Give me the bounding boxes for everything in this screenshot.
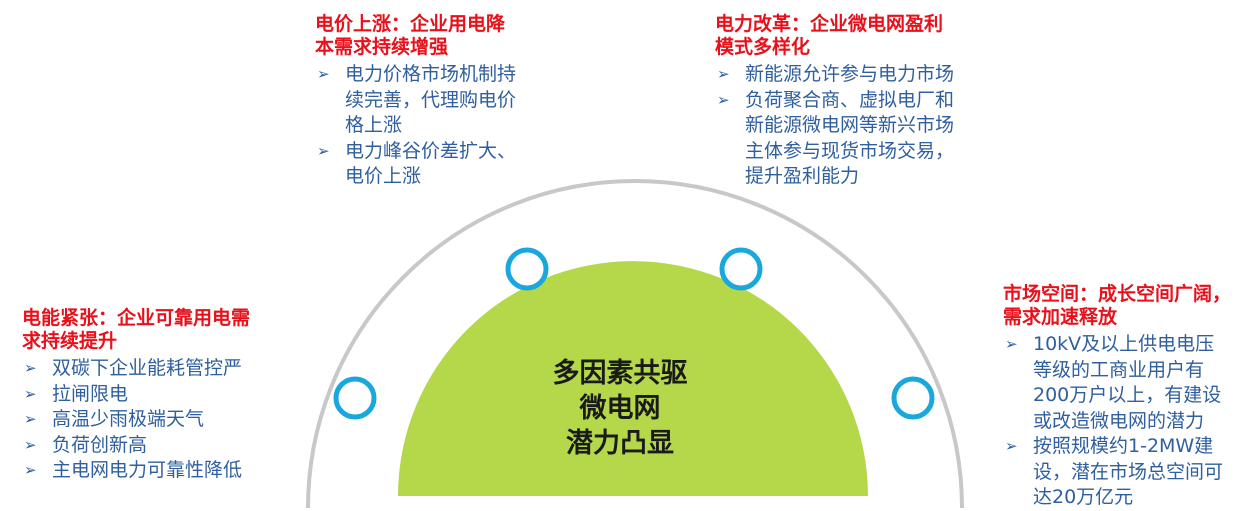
title-line: 本需求持续增强 (315, 36, 449, 58)
item-line: 提升盈利能力 (745, 165, 860, 187)
block-market-space: 市场空间：成长空间广阔， 需求加速释放 ➢ 10kV及以上供电电压 等级的工商业… (1003, 283, 1243, 511)
title-line: 市场空间：成长空间广阔， (1003, 283, 1232, 305)
item-line: 200万户以上，有建设 (1033, 384, 1222, 406)
title-line: 电价上涨：企业用电降 (315, 13, 506, 35)
item-text: 拉闸限电 (52, 382, 129, 405)
title-line: 模式多样化 (715, 36, 811, 58)
item-line: 电力峰谷价差扩大、 (345, 139, 517, 162)
item-line: 负荷聚合商、虚拟电厂和 (745, 88, 955, 111)
center-line: 微电网 (579, 393, 661, 424)
block-electricity-price: 电价上涨：企业用电降 本需求持续增强 ➢ 电力价格市场机制持 续完善，代理购电价… (315, 13, 565, 190)
item-text: 双碳下企业能耗管控严 (52, 357, 243, 379)
title-line: 需求加速释放 (1003, 306, 1118, 328)
list-item: ➢ 高温少雨极端天气 (22, 407, 312, 433)
arrow-right-outline-icon: ➢ (24, 359, 37, 377)
title-line: 电能紧张：企业可靠用电需 (22, 307, 251, 329)
item-line: 电价上涨 (345, 165, 422, 187)
node-right (891, 376, 935, 420)
list-item: ➢ 双碳下企业能耗管控严 (22, 356, 312, 382)
item-text: 负荷创新高 (52, 433, 148, 456)
arrow-right-outline-icon: ➢ (24, 435, 37, 454)
center-line: 潜力凸显 (566, 428, 674, 459)
block-title: 电能紧张：企业可靠用电需 求持续提升 (22, 307, 312, 353)
arrow-right-outline-icon: ➢ (24, 461, 37, 479)
list-item: ➢ 负荷聚合商、虚拟电厂和 新能源微电网等新兴市场 主体参与现货市场交易， 提升… (715, 88, 1015, 190)
item-text: 主电网电力可靠性降低 (52, 459, 243, 481)
item-line: 或改造微电网的潜力 (1033, 409, 1205, 432)
title-line: 求持续提升 (22, 330, 118, 352)
node-top-left (505, 247, 549, 291)
arrow-right-outline-icon: ➢ (24, 384, 37, 403)
item-line: 10kV及以上供电电压 (1033, 333, 1215, 355)
list-item: ➢ 拉闸限电 (22, 382, 312, 408)
list-item: ➢ 电力峰谷价差扩大、 电价上涨 (315, 139, 565, 190)
list-item: ➢ 负荷创新高 (22, 433, 312, 459)
list-item: ➢ 按照规模约1-2MW建 设，潜在市场总空间可 达20万亿元 (1003, 434, 1243, 511)
block-power-shortage: 电能紧张：企业可靠用电需 求持续提升 ➢ 双碳下企业能耗管控严 ➢ 拉闸限电 ➢… (22, 307, 312, 484)
block-title: 市场空间：成长空间广阔， 需求加速释放 (1003, 283, 1243, 329)
arrow-right-outline-icon: ➢ (24, 410, 37, 428)
title-line: 电力改革：企业微电网盈利 (715, 13, 944, 35)
item-text: 高温少雨极端天气 (52, 408, 205, 430)
arrow-right-outline-icon: ➢ (717, 90, 730, 109)
list-item: ➢ 电力价格市场机制持 续完善，代理购电价 格上涨 (315, 62, 565, 139)
list-item: ➢ 10kV及以上供电电压 等级的工商业用户有 200万户以上，有建设 或改造微… (1003, 332, 1243, 434)
arrow-right-outline-icon: ➢ (317, 65, 330, 83)
list-item: ➢ 主电网电力可靠性降低 (22, 458, 312, 484)
center-label: 多因素共驱 微电网 潜力凸显 (520, 356, 720, 461)
arrow-right-outline-icon: ➢ (717, 65, 730, 83)
node-left (333, 376, 377, 420)
block-power-reform: 电力改革：企业微电网盈利 模式多样化 ➢ 新能源允许参与电力市场 ➢ 负荷聚合商… (715, 13, 1015, 190)
item-line: 达20万亿元 (1033, 486, 1134, 508)
item-line: 设，潜在市场总空间可 (1033, 460, 1224, 483)
item-line: 新能源微电网等新兴市场 (745, 114, 955, 136)
item-line: 电力价格市场机制持 (345, 63, 517, 85)
item-line: 等级的工商业用户有 (1033, 358, 1205, 381)
arrow-right-outline-icon: ➢ (317, 141, 330, 160)
center-line: 多因素共驱 (552, 358, 688, 389)
arrow-right-outline-icon: ➢ (1005, 437, 1018, 455)
item-line: 新能源允许参与电力市场 (745, 63, 955, 85)
arrow-right-outline-icon: ➢ (1005, 335, 1018, 353)
item-line: 主体参与现货市场交易， (745, 139, 955, 162)
center-dome (398, 261, 868, 496)
item-line: 续完善，代理购电价 (345, 88, 517, 111)
block-title: 电力改革：企业微电网盈利 模式多样化 (715, 13, 1015, 59)
block-title: 电价上涨：企业用电降 本需求持续增强 (315, 13, 565, 59)
item-line: 格上涨 (345, 114, 403, 136)
item-line: 按照规模约1-2MW建 (1033, 435, 1214, 457)
node-top-right (719, 247, 763, 291)
outer-arc (306, 179, 964, 508)
list-item: ➢ 新能源允许参与电力市场 (715, 62, 1015, 88)
